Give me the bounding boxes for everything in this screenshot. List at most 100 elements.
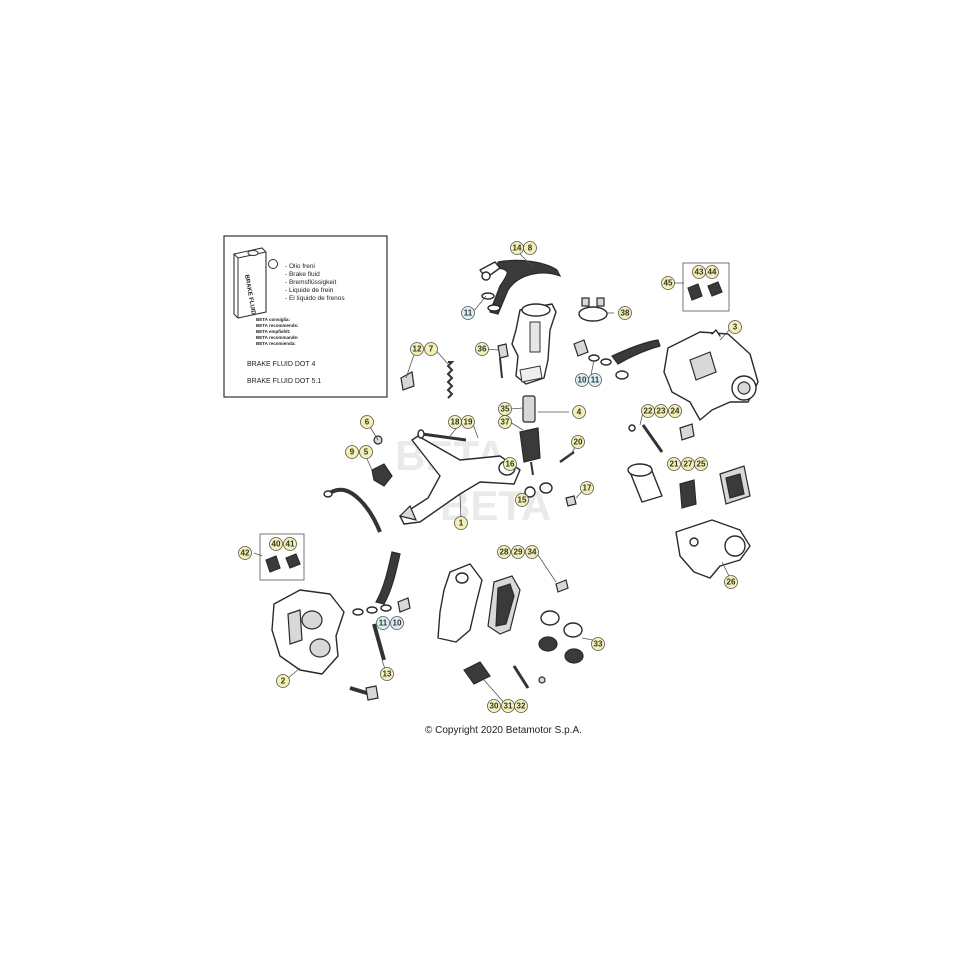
callout: 15 [515, 493, 529, 507]
svg-text:6: 6 [365, 418, 370, 427]
svg-text:35: 35 [501, 405, 510, 414]
rear-brake-pads [719, 465, 751, 505]
master-cylinder-bolt [497, 343, 509, 379]
svg-text:42: 42 [241, 549, 250, 558]
callout: 25 [694, 457, 708, 471]
recommend-en: BETA recommends: [256, 323, 299, 328]
svg-text:28: 28 [500, 548, 509, 557]
svg-text:41: 41 [286, 540, 295, 549]
fluid-lang-it: - Olio freni [285, 263, 315, 270]
recommend-de: BETA empfiehlt: [256, 329, 291, 334]
fluid-dot51: BRAKE FLUID DOT 5.1 [247, 378, 321, 385]
callout: 4 [572, 405, 586, 419]
svg-text:1: 1 [459, 519, 464, 528]
svg-text:20: 20 [574, 438, 583, 447]
callout: 1 [454, 516, 468, 530]
callout: 44 [705, 265, 719, 279]
push-rod [519, 395, 541, 476]
pivot-washers [524, 482, 577, 507]
copyright-text: © Copyright 2020 Betamotor S.p.A. [425, 725, 582, 736]
front-brake-hose [352, 551, 411, 616]
svg-text:11: 11 [591, 376, 600, 385]
callout: 19 [461, 415, 475, 429]
svg-text:36: 36 [478, 345, 487, 354]
callout: 16 [503, 457, 517, 471]
svg-text:33: 33 [594, 640, 603, 649]
callout: 32 [514, 699, 528, 713]
svg-text:10: 10 [393, 619, 402, 628]
rear-brake-caliper [663, 329, 759, 421]
fluid-dot4: BRAKE FLUID DOT 4 [247, 361, 315, 368]
rear-caliper-pistons [627, 463, 697, 509]
fluid-lang-de: - Bremsflüssigkeit [285, 279, 336, 286]
svg-text:2: 2 [281, 677, 286, 686]
reservoir-cap [578, 297, 608, 322]
svg-text:11: 11 [379, 619, 388, 628]
svg-text:29: 29 [514, 548, 523, 557]
svg-text:14: 14 [513, 244, 522, 253]
svg-text:7: 7 [429, 345, 434, 354]
callout: 26 [724, 575, 738, 589]
svg-text:37: 37 [501, 418, 510, 427]
brake-light-switch-rod [323, 487, 382, 533]
svg-text:26: 26 [727, 578, 736, 587]
recommend-es: BETA recomienda: [256, 341, 296, 346]
svg-text:27: 27 [684, 460, 693, 469]
svg-text:3: 3 [733, 323, 738, 332]
svg-text:40: 40 [272, 540, 281, 549]
recommend-it: BETA consiglia: [256, 317, 291, 322]
callout: 11 [588, 373, 602, 387]
callout: 33 [591, 637, 605, 651]
svg-text:44: 44 [708, 268, 717, 277]
callout: 6 [360, 415, 374, 429]
svg-text:18: 18 [451, 418, 460, 427]
callout: 23 [654, 404, 668, 418]
svg-text:34: 34 [528, 548, 537, 557]
svg-text:38: 38 [621, 309, 630, 318]
callout: 18 [448, 415, 462, 429]
svg-text:22: 22 [644, 407, 653, 416]
beta-recommends-list: BETA consiglia: BETA recommends: BETA em… [256, 317, 299, 346]
svg-text:43: 43 [695, 268, 704, 277]
callout: 42 [238, 546, 252, 560]
svg-text:5: 5 [364, 448, 369, 457]
callout: 5 [359, 445, 373, 459]
callout: 27 [681, 457, 695, 471]
svg-text:4: 4 [577, 408, 582, 417]
callout: 24 [668, 404, 682, 418]
pad-clip [555, 579, 569, 593]
svg-text:25: 25 [697, 460, 706, 469]
rear-caliper-bracket [675, 519, 751, 579]
pedal-pivot-bolt [417, 429, 467, 442]
pad-pin [512, 665, 546, 689]
callout: 17 [580, 481, 594, 495]
rear-master-cylinder [511, 303, 557, 385]
callout: 21 [667, 457, 681, 471]
svg-text:10: 10 [578, 376, 587, 385]
callout: 11 [376, 616, 390, 630]
svg-text:11: 11 [464, 309, 473, 318]
callout: 12 [410, 342, 424, 356]
callout: 10 [390, 616, 404, 630]
callout: 35 [498, 402, 512, 416]
callout: 7 [424, 342, 438, 356]
front-brake-pads [487, 575, 521, 635]
svg-text:12: 12 [413, 345, 422, 354]
front-caliper-pistons [538, 610, 584, 664]
callout: 11 [461, 306, 475, 320]
front-caliper-bracket [437, 563, 483, 643]
brake-fluid-can-icon: BRAKE FLUID [233, 247, 267, 319]
svg-text:8: 8 [528, 244, 533, 253]
callout: 9 [345, 445, 359, 459]
front-bleed-caps-box [259, 533, 305, 581]
callout: 43 [692, 265, 706, 279]
svg-text:15: 15 [518, 496, 527, 505]
fluid-lang-en: - Brake fluid [285, 271, 320, 278]
callout: 38 [618, 306, 632, 320]
svg-text:9: 9 [350, 448, 355, 457]
callout: 22 [641, 404, 655, 418]
callout: 28 [497, 545, 511, 559]
svg-text:31: 31 [504, 702, 513, 711]
callout: 34 [525, 545, 539, 559]
